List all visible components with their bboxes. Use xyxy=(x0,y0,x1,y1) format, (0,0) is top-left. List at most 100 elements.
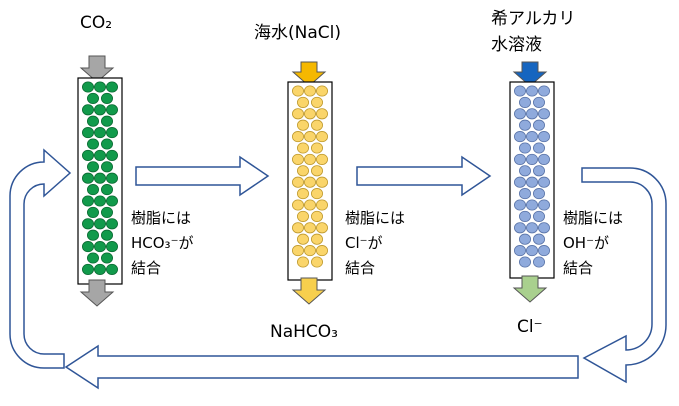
resin-bead xyxy=(291,222,304,234)
resin-bead xyxy=(94,149,107,161)
return-arrow-right-loop xyxy=(581,167,667,384)
resin-bead xyxy=(315,85,328,97)
resin-bead xyxy=(106,127,119,139)
resin-bead xyxy=(538,199,551,211)
resin-bead xyxy=(310,233,323,245)
resin-bead xyxy=(82,104,95,116)
resin-bead xyxy=(519,210,532,222)
resin-bead xyxy=(82,195,95,207)
resin-bead xyxy=(291,85,304,97)
resin-bead xyxy=(291,108,304,120)
resin-bead xyxy=(94,81,107,93)
resin-bead xyxy=(101,206,114,218)
resin-bead xyxy=(533,119,546,131)
resin-bead xyxy=(82,127,95,139)
resin-bead xyxy=(106,263,119,275)
resin-bead xyxy=(514,199,527,211)
resin-bead xyxy=(296,256,309,268)
resin-bead xyxy=(303,108,316,120)
co2-input-arrow xyxy=(79,55,115,83)
resin-bead xyxy=(296,165,309,177)
resin-bead xyxy=(533,188,546,200)
resin-bead xyxy=(106,195,119,207)
resin-bead xyxy=(296,188,309,200)
resin-bead xyxy=(533,165,546,177)
resin-bead xyxy=(514,85,527,97)
resin-bead xyxy=(82,172,95,184)
return-arrow-bottom xyxy=(64,344,579,390)
resin-bead xyxy=(514,245,527,257)
resin-bead xyxy=(106,104,119,116)
resin-bead xyxy=(82,81,95,93)
resin-bead xyxy=(296,96,309,108)
resin-bead xyxy=(106,241,119,253)
resin-bead xyxy=(310,256,323,268)
resin-bead xyxy=(315,245,328,257)
resin-bead xyxy=(291,176,304,188)
resin-bead xyxy=(82,241,95,253)
resin-bead xyxy=(526,153,539,165)
resin-bead xyxy=(310,119,323,131)
co2-output-arrow xyxy=(79,279,115,307)
resin-bead xyxy=(82,218,95,230)
resin-bead xyxy=(514,176,527,188)
resin-bead xyxy=(94,127,107,139)
resin-bead xyxy=(303,131,316,143)
resin-bead xyxy=(87,206,100,218)
seawater-resin-beads xyxy=(291,85,328,268)
resin-bead xyxy=(87,92,100,104)
resin-bead xyxy=(526,108,539,120)
resin-bead xyxy=(296,233,309,245)
resin-bead xyxy=(526,85,539,97)
resin-bead xyxy=(296,142,309,154)
resin-bead xyxy=(87,161,100,173)
column-alkali: 希アルカリ 水溶液 樹脂には OH⁻が 結合 Cl⁻ xyxy=(491,9,623,337)
seawater-input-arrow xyxy=(291,61,327,87)
resin-bead xyxy=(533,233,546,245)
resin-bead xyxy=(101,184,114,196)
resin-bead xyxy=(310,188,323,200)
resin-bead xyxy=(291,245,304,257)
resin-bead xyxy=(101,138,114,150)
seawater-resin-text: 樹脂には Cl⁻が 結合 xyxy=(345,209,410,277)
resin-bead xyxy=(315,176,328,188)
co2-resin-text: 樹脂には HCO₃⁻が 結合 xyxy=(131,209,198,277)
resin-bead xyxy=(303,245,316,257)
resin-bead xyxy=(87,229,100,241)
alkali-input-label: 希アルカリ 水溶液 xyxy=(491,9,581,55)
resin-bead xyxy=(514,131,527,143)
resin-bead xyxy=(533,210,546,222)
return-arrow-left-loop xyxy=(9,148,72,369)
resin-bead xyxy=(519,165,532,177)
resin-bead xyxy=(291,131,304,143)
column-co2: CO₂ 樹脂には HCO₃⁻が 結合 xyxy=(77,13,198,307)
resin-bead xyxy=(310,142,323,154)
resin-bead xyxy=(526,176,539,188)
resin-bead xyxy=(106,172,119,184)
resin-bead xyxy=(538,245,551,257)
resin-bead xyxy=(519,119,532,131)
resin-bead xyxy=(315,222,328,234)
resin-bead xyxy=(94,195,107,207)
resin-bead xyxy=(533,256,546,268)
resin-bead xyxy=(101,115,114,127)
resin-bead xyxy=(310,165,323,177)
resin-bead xyxy=(82,263,95,275)
resin-bead xyxy=(538,108,551,120)
resin-bead xyxy=(526,245,539,257)
resin-bead xyxy=(303,199,316,211)
resin-bead xyxy=(87,252,100,264)
resin-bead xyxy=(101,92,114,104)
resin-bead xyxy=(514,153,527,165)
resin-bead xyxy=(519,188,532,200)
alkali-input-arrow xyxy=(512,61,548,87)
seawater-input-label: 海水(NaCl) xyxy=(254,23,341,43)
resin-bead xyxy=(526,131,539,143)
resin-bead xyxy=(519,96,532,108)
resin-bead xyxy=(303,222,316,234)
resin-bead xyxy=(291,153,304,165)
resin-bead xyxy=(538,153,551,165)
resin-bead xyxy=(87,138,100,150)
resin-bead xyxy=(303,176,316,188)
